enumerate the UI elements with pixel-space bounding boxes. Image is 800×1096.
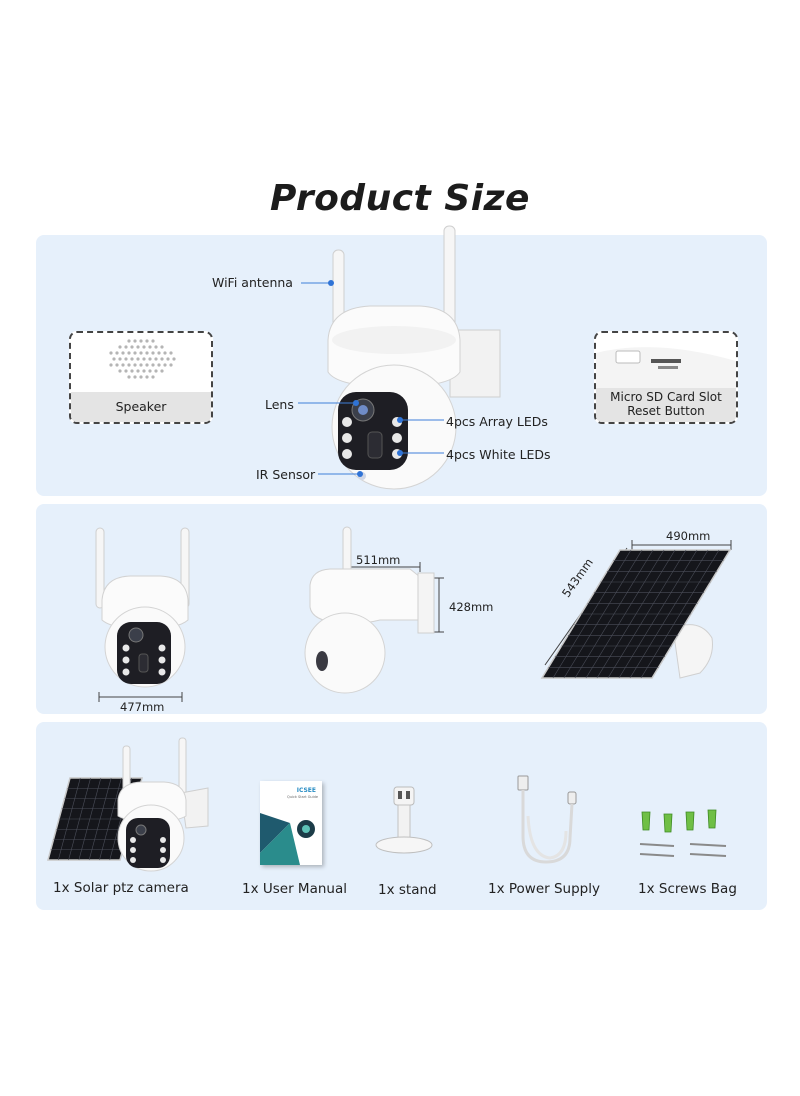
usb-cable-icon: [517, 775, 577, 864]
side-height-label: 428mm: [449, 600, 494, 614]
sd-slot-text: Micro SD Card Slot: [610, 390, 722, 404]
package-item-label-stand: 1x stand: [378, 882, 437, 898]
manual-cover-art-icon: [260, 813, 315, 865]
panel-width-label: 490mm: [666, 529, 711, 543]
sd-slot-icon: [596, 347, 736, 393]
sd-slot-box: Micro SD Card Slot Reset Button: [594, 331, 738, 424]
page-title: Product Size: [270, 178, 530, 219]
solar-camera-icon: [47, 737, 209, 872]
sd-slot-label: Micro SD Card Slot Reset Button: [596, 388, 736, 422]
wifi-antenna-label: WiFi antenna: [212, 275, 293, 290]
manual-brand: ICSEE: [296, 787, 316, 794]
package-item-label-screws: 1x Screws Bag: [638, 881, 737, 897]
camera-front-small: [95, 527, 190, 688]
package-item-label-manual: 1x User Manual: [242, 881, 347, 897]
array-leds-label: 4pcs Array LEDs: [446, 414, 548, 429]
reset-button-text: Reset Button: [627, 404, 705, 418]
package-item-label-solar-camera: 1x Solar ptz camera: [53, 880, 189, 896]
speaker-box: Speaker: [69, 331, 213, 424]
lens-label: Lens: [265, 397, 294, 412]
solar-panel-illustration: [540, 549, 732, 679]
manual-icon: ICSEE Quick Start Guide: [260, 781, 322, 865]
speaker-label: Speaker: [71, 392, 211, 422]
side-width-label: 511mm: [356, 553, 401, 567]
speaker-grille-icon: [109, 339, 176, 379]
camera-front-illustration: [327, 225, 501, 490]
feature-leader-lines: [298, 280, 444, 477]
manual-subtitle: Quick Start Guide: [287, 795, 318, 799]
front-width-label: 477mm: [120, 700, 165, 714]
camera-side-illustration: [304, 526, 435, 694]
screws-bag-icon: [639, 809, 727, 857]
package-item-label-power-supply: 1x Power Supply: [488, 881, 600, 897]
ir-sensor-label: IR Sensor: [256, 467, 316, 482]
white-leds-label: 4pcs White LEDs: [446, 447, 551, 462]
stand-icon: [375, 786, 433, 854]
